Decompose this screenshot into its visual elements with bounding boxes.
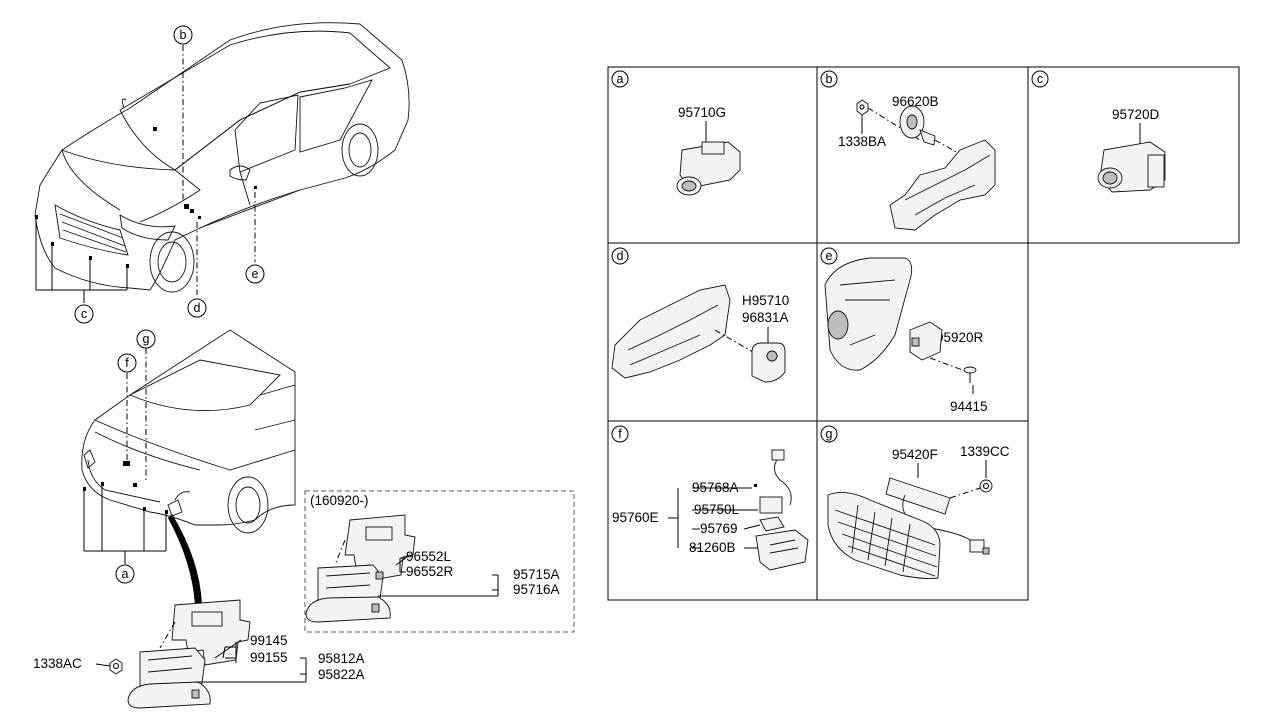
label-95920R: 95920R — [936, 330, 984, 345]
label-95716A: 95716A — [513, 582, 560, 597]
parking-sensor-95720D — [1097, 141, 1166, 193]
cell-tag-f: f — [611, 425, 629, 443]
callout-c-front: c — [74, 304, 94, 324]
svg-text:a: a — [122, 567, 129, 581]
svg-text:d: d — [617, 249, 624, 263]
antenna-95420F — [885, 477, 951, 515]
svg-text:c: c — [81, 307, 87, 321]
callout-b-front: b — [173, 25, 193, 45]
label-95710G: 95710G — [678, 105, 726, 120]
label-95720D: 95720D — [1112, 107, 1160, 122]
callout-f-rear: f — [117, 353, 137, 373]
svg-text:g: g — [143, 332, 150, 346]
label-1338AC: 1338AC — [33, 656, 82, 671]
sensor-95920R — [909, 321, 943, 361]
svg-text:d: d — [194, 301, 201, 315]
svg-text:b: b — [826, 72, 833, 86]
dated-variant-box — [304, 490, 575, 633]
svg-text:e: e — [252, 267, 259, 281]
label-94415: 94415 — [950, 399, 988, 414]
label-96552L: 96552L — [406, 549, 452, 564]
rear-car-illustration — [81, 329, 296, 534]
label-95769: 95769 — [700, 521, 738, 536]
label-95760E: 95760E — [612, 510, 659, 525]
radar-module-assembly — [127, 599, 251, 709]
label-95715A: 95715A — [513, 567, 560, 582]
label-95750L: 95750L — [694, 502, 740, 517]
label-99155: 99155 — [250, 650, 288, 665]
front-car-illustration — [34, 22, 410, 293]
nut-1338AC — [109, 658, 123, 675]
label-96831A: 96831A — [742, 310, 789, 325]
label-1338BA: 1338BA — [838, 134, 886, 149]
cell-tag-g: g — [820, 425, 838, 443]
callout-e-front: e — [245, 264, 265, 284]
svg-text:a: a — [617, 72, 624, 86]
sensor-96831A — [751, 342, 786, 383]
label-1339CC: 1339CC — [960, 444, 1010, 459]
label-95822A: 95822A — [318, 667, 365, 682]
cell-tag-b: b — [820, 70, 838, 88]
nut-1338BA — [856, 99, 869, 116]
rear-bumper-g — [827, 491, 941, 580]
callout-a-rear: a — [115, 564, 135, 584]
label-96620B: 96620B — [892, 94, 939, 109]
nut-1339CC — [979, 479, 993, 493]
camera-cable-95750L — [759, 449, 792, 514]
gasket-95769 — [759, 516, 785, 532]
svg-text:b: b — [180, 28, 187, 42]
svg-text:f: f — [125, 356, 129, 370]
parking-sensor-95710G — [676, 141, 741, 196]
door-panel-e — [824, 257, 913, 371]
cell-tag-d: d — [611, 247, 629, 265]
cell-tag-c: c — [1031, 70, 1049, 88]
svg-text:f: f — [618, 427, 622, 441]
callout-d-front: d — [187, 298, 207, 318]
garnish-81260B — [755, 529, 809, 571]
callout-g-rear: g — [136, 329, 156, 349]
label-H95710: H95710 — [742, 293, 789, 308]
bracket-d — [611, 284, 731, 379]
label-96552R: 96552R — [406, 564, 454, 579]
svg-text:g: g — [826, 427, 833, 441]
cell-tag-e: e — [820, 247, 838, 265]
svg-text:c: c — [1037, 72, 1043, 86]
date-note: (160920-) — [310, 493, 369, 508]
horn-96620B — [899, 105, 936, 146]
label-95420F: 95420F — [892, 447, 938, 462]
connector-g — [969, 539, 990, 555]
radar-module-assembly-new — [305, 514, 416, 623]
label-81260B: 81260B — [689, 540, 736, 555]
label-95812A: 95812A — [318, 651, 365, 666]
screw-94415 — [963, 366, 977, 383]
svg-text:e: e — [826, 249, 833, 263]
cell-tag-a: a — [611, 70, 629, 88]
bracket-b — [889, 139, 996, 231]
label-95768A: 95768A — [692, 480, 739, 495]
label-99145: 99145 — [250, 633, 288, 648]
